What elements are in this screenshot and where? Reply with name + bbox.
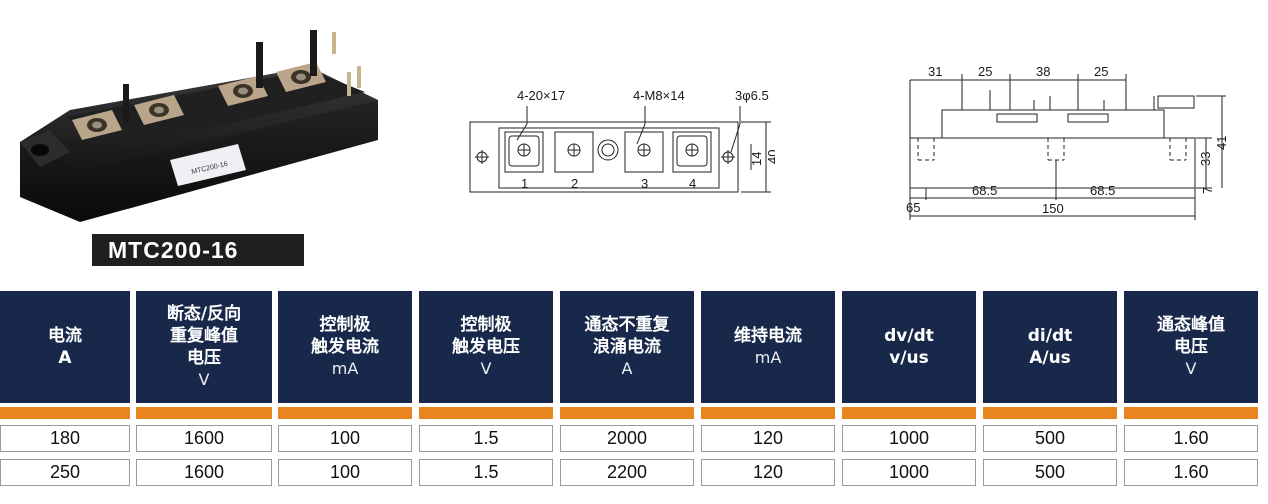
table-cell: 1600 (136, 425, 272, 452)
top-view-diagram: 4-20×17 4-M8×14 3φ6.5 1 2 3 4 14 40 (469, 88, 775, 193)
callout-holes: 4-20×17 (517, 88, 565, 103)
header-rpv-line3: 电压 (187, 348, 221, 368)
accent-bar (136, 407, 272, 419)
table-cell: 1.60 (1124, 425, 1258, 452)
accent-bar (560, 407, 694, 419)
header-rpv-line1: 断态/反向 (166, 304, 242, 324)
dim-40: 40 (765, 150, 775, 164)
table-cell: 250 (0, 459, 130, 486)
table-cell: 120 (701, 425, 835, 452)
accent-bar (1124, 407, 1258, 419)
table-cell: 1000 (842, 425, 976, 452)
dim-top-25b: 25 (1094, 64, 1108, 79)
header-gtv-line2: 触发电压 (452, 337, 520, 357)
table-cell: 120 (701, 459, 835, 486)
table-cell: 1.5 (419, 459, 553, 486)
terminal-label-4: 4 (689, 176, 696, 191)
header-current-line2: A (58, 348, 72, 368)
table-cell: 1.60 (1124, 459, 1258, 486)
dim-bottom-68-5a: 68.5 (972, 183, 997, 198)
table-cell: 1600 (136, 459, 272, 486)
table-cell: 1.5 (419, 425, 553, 452)
dim-7: 7 (1200, 187, 1215, 194)
header-dvdt-line1: dv/dt (884, 326, 934, 346)
header-holding-current: 维持电流 mA (701, 291, 835, 403)
callout-screws: 4-M8×14 (633, 88, 685, 103)
side-view-diagram: 31 25 38 25 33 41 7 68.5 68.5 65 150 (906, 64, 1229, 220)
dim-top-25a: 25 (978, 64, 992, 79)
header-di-dt: di/dt A/us (983, 291, 1117, 403)
dim-65: 65 (906, 200, 920, 215)
dim-14: 14 (749, 152, 764, 166)
table-cell: 1000 (842, 459, 976, 486)
accent-bar (701, 407, 835, 419)
dim-41: 41 (1214, 136, 1229, 150)
header-dvdt-line2: v/us (889, 348, 929, 368)
header-gate-trigger-current: 控制极 触发电流 mA (278, 291, 412, 403)
header-hold-line1: 维持电流 (734, 326, 802, 346)
dim-150: 150 (1042, 201, 1064, 216)
header-dv-dt: dv/dt v/us (842, 291, 976, 403)
accent-bar (842, 407, 976, 419)
header-gtc-unit: mA (331, 359, 359, 378)
header-gtc-line1: 控制极 (319, 315, 371, 335)
accent-bar (983, 407, 1117, 419)
product-photo: MTC200-16 (20, 30, 378, 222)
dim-top-38: 38 (1036, 64, 1050, 79)
dim-33: 33 (1198, 152, 1213, 166)
table-cell: 180 (0, 425, 130, 452)
header-ospv-unit: V (1185, 359, 1197, 378)
header-didt-line2: A/us (1029, 348, 1071, 368)
header-surge-unit: A (621, 359, 633, 378)
header-gtc-line2: 触发电流 (311, 337, 379, 357)
header-ospv-line2: 电压 (1174, 337, 1208, 357)
terminal-label-1: 1 (521, 176, 528, 191)
header-surge-line1: 通态不重复 (584, 315, 670, 335)
terminal-label-3: 3 (641, 176, 648, 191)
header-repetitive-peak-voltage: 断态/反向 重复峰值 电压 V (136, 291, 272, 403)
table-cell: 2000 (560, 425, 694, 452)
header-ospv-line1: 通态峰值 (1157, 315, 1225, 335)
table-cell: 100 (278, 425, 412, 452)
header-gtv-unit: V (480, 359, 492, 378)
header-surge-line2: 浪涌电流 (593, 337, 661, 357)
table-cell: 2200 (560, 459, 694, 486)
callout-mount: 3φ6.5 (735, 88, 769, 103)
header-rpv-line2: 重复峰值 (170, 326, 238, 346)
header-hold-unit: mA (754, 348, 782, 367)
header-rpv-unit: V (198, 370, 210, 389)
table-cell: 100 (278, 459, 412, 486)
header-didt-line1: di/dt (1027, 326, 1073, 346)
dim-top-31: 31 (928, 64, 942, 79)
terminal-label-2: 2 (571, 176, 578, 191)
dim-bottom-68-5b: 68.5 (1090, 183, 1115, 198)
header-on-state-peak-voltage: 通态峰值 电压 V (1124, 291, 1258, 403)
spec-table: 电流 A 断态/反向 重复峰值 电压 V 控制极 触发电流 mA 控制极 触发电… (0, 291, 1268, 501)
model-label: MTC200-16 (92, 234, 304, 266)
table-cell: 500 (983, 459, 1117, 486)
accent-bar (278, 407, 412, 419)
accent-bar (0, 407, 130, 419)
table-cell: 500 (983, 425, 1117, 452)
header-surge-current: 通态不重复 浪涌电流 A (560, 291, 694, 403)
header-gtv-line1: 控制极 (460, 315, 512, 335)
header-gate-trigger-voltage: 控制极 触发电压 V (419, 291, 553, 403)
header-current-line1: 电流 (48, 326, 82, 346)
header-current: 电流 A (0, 291, 130, 403)
accent-bar (419, 407, 553, 419)
